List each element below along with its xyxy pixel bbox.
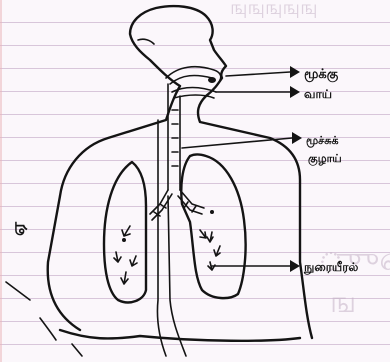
air-arrow [121, 272, 128, 284]
stray-pen-mark [6, 282, 82, 356]
nostril-dot [208, 77, 216, 83]
bleed-through-mark: ங [330, 285, 356, 320]
air-arrow [114, 252, 121, 262]
air-arrow [130, 256, 137, 266]
right-lung [181, 155, 245, 299]
nose-pointer-arrowhead [290, 66, 300, 78]
mouth-pointer-arrowhead [290, 86, 300, 98]
air-arrow [207, 232, 213, 242]
air-arrow [214, 246, 220, 256]
margin-mark: ஏ [8, 221, 29, 236]
air-arrow [200, 230, 206, 238]
air-flow-arrows [114, 210, 220, 284]
nose-pointer [226, 72, 290, 76]
nose-label: மூக்கு [304, 67, 339, 82]
lung-sac-pointer-arrowhead [290, 260, 300, 272]
oesophagus [157, 120, 186, 356]
windpipe-pointer-arrowhead [292, 132, 302, 144]
air-arrow [122, 226, 130, 236]
alveolus-dot [122, 238, 126, 242]
lung-sac-label: நுரையீரல் [303, 260, 358, 275]
windpipe-label-line1: மூச்சுக் [306, 134, 338, 148]
bleed-through-mark: ஙுஙுஙுஙுஙு [230, 0, 318, 19]
eye-mark [138, 39, 154, 44]
label-pointers [182, 66, 302, 272]
windpipe-pointer [182, 138, 292, 148]
mouth-label: வாய் [304, 87, 332, 101]
windpipe-label-line2: குழாய் [308, 152, 342, 167]
alveolus-dot [210, 210, 214, 214]
